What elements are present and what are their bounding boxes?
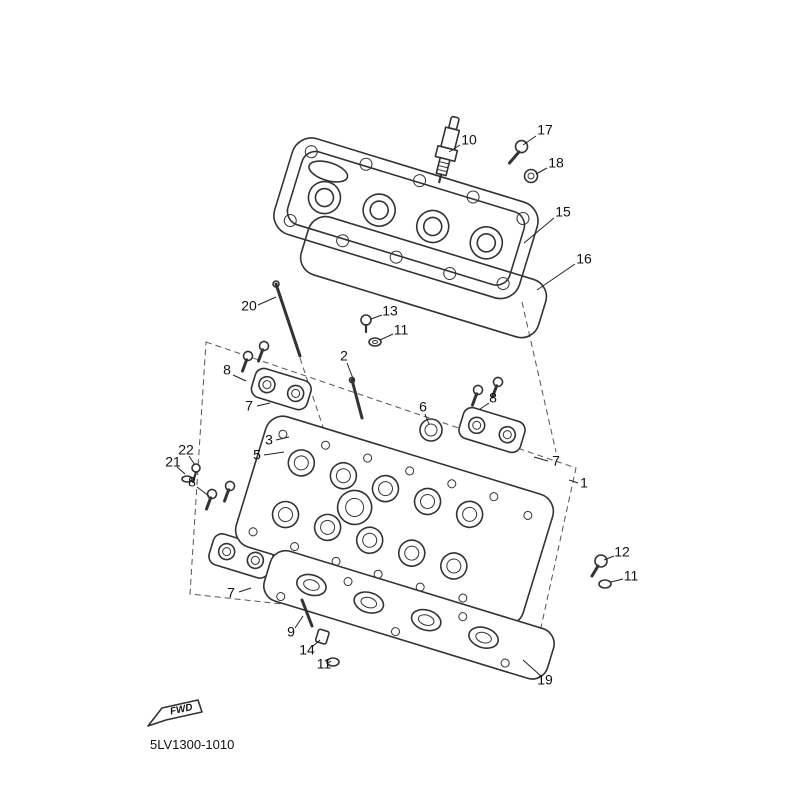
fwd-indicator: FWD: [147, 699, 203, 727]
leader-line-2: [346, 362, 355, 382]
leader-line-9: [294, 615, 304, 629]
valve-cover-drawing: [273, 137, 539, 300]
callout-18: 18: [548, 155, 564, 171]
callout-2: 2: [340, 348, 348, 364]
callout-17: 17: [537, 122, 553, 138]
part-13-drawing: [360, 314, 372, 334]
bolt-22-drawing: [191, 463, 201, 484]
callout-11: 11: [624, 568, 639, 584]
callout-5: 5: [253, 447, 261, 463]
stud-9-drawing: [300, 598, 314, 628]
leader-line-3: [275, 436, 290, 441]
cap-bolts-drawing: [205, 340, 504, 511]
valve-cover-gasket-drawing: [299, 215, 548, 339]
leader-line-19: [522, 659, 542, 677]
callout-10: 10: [461, 132, 477, 148]
leader-line-8: [232, 374, 247, 382]
washer-21-drawing: [181, 475, 193, 483]
callout-19: 19: [537, 672, 553, 688]
leader-line-11: [610, 578, 624, 583]
leader-line-18: [535, 167, 548, 175]
dashed-assembly-lines: [189, 301, 577, 633]
washer-11a-drawing: [368, 337, 382, 347]
nut-18-drawing: [523, 168, 539, 184]
leader-line-7: [256, 402, 271, 407]
stud-20-drawing: [272, 280, 302, 358]
leader-line-11: [327, 660, 332, 664]
leader-line-6: [424, 413, 430, 425]
cylinder-head-drawing: [234, 415, 555, 626]
callout-8: 8: [489, 390, 497, 406]
callout-12: 12: [614, 544, 630, 560]
bolt-12-drawing: [590, 554, 608, 578]
leader-line-10: [448, 144, 461, 153]
leader-line-8: [196, 486, 210, 497]
callout-7: 7: [552, 453, 560, 469]
leader-line-7: [238, 587, 252, 593]
leader-line-11: [379, 333, 394, 341]
washer-11c-drawing: [326, 657, 340, 667]
plug-6-drawing: [419, 418, 443, 442]
cam-cap-upper-left-drawing: [250, 367, 312, 411]
leader-line-8: [479, 402, 490, 410]
stud-2-drawing: [348, 376, 364, 420]
callout-3: 3: [265, 432, 273, 448]
leader-line-5: [263, 451, 285, 456]
callout-8: 8: [223, 362, 231, 378]
leader-line-7: [533, 456, 549, 462]
callout-11: 11: [317, 656, 332, 672]
callout-13: 13: [382, 303, 398, 319]
callout-6: 6: [419, 399, 427, 415]
leader-line-15: [523, 217, 555, 244]
leader-line-17: [522, 135, 537, 146]
leader-line-16: [536, 263, 576, 291]
callout-22: 22: [178, 442, 194, 458]
leader-lines: [176, 135, 624, 677]
fwd-label: FWD: [169, 702, 194, 717]
leader-line-20: [257, 296, 277, 306]
callout-20: 20: [241, 298, 257, 314]
diagram-code: 5LV1300-1010: [150, 737, 234, 752]
callout-7: 7: [227, 585, 235, 601]
cam-cap-right-drawing: [458, 406, 526, 454]
leader-line-1: [568, 479, 579, 484]
callout-1: 1: [580, 475, 588, 491]
washer-11b-drawing: [598, 579, 612, 589]
callout-11: 11: [394, 322, 409, 338]
leader-line-22: [188, 455, 196, 466]
callout-9: 9: [287, 624, 295, 640]
head-lower-flange-drawing: [263, 549, 555, 680]
callout-16: 16: [576, 251, 592, 267]
leader-line-13: [370, 314, 383, 320]
callout-21: 21: [165, 454, 181, 470]
leader-line-12: [603, 555, 615, 561]
leader-line-21: [176, 466, 186, 475]
callout-7: 7: [245, 398, 253, 414]
callout-14: 14: [299, 642, 315, 658]
callout-8: 8: [188, 474, 196, 490]
leader-line-14: [311, 639, 321, 648]
callout-15: 15: [555, 204, 571, 220]
